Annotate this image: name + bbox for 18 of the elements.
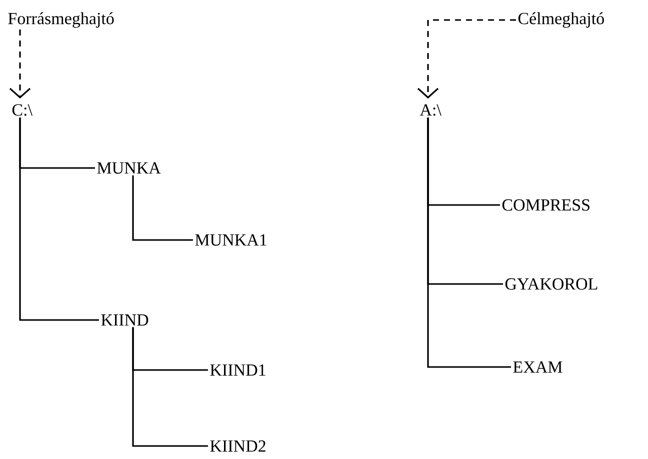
folder-name: MUNKA1: [195, 234, 266, 246]
folder-name: GYAKOROL: [505, 278, 598, 290]
folder-name: KIIND: [101, 314, 148, 326]
folder-name: KIIND2: [210, 440, 266, 452]
folder-name: COMPRESS: [502, 199, 590, 211]
tree-line: [19, 117, 99, 321]
folder-name: C:\: [12, 104, 32, 116]
drive-label: Forrásmeghajtó: [8, 12, 114, 28]
drive-label: Célmeghajtó: [518, 12, 604, 28]
dashed-arrow: [9, 29, 31, 99]
dashed-arrow: [417, 19, 516, 99]
tree-line: [427, 117, 511, 368]
tree-line: [132, 327, 208, 447]
folder-name: KIIND1: [210, 364, 266, 376]
folder-name: EXAM: [513, 361, 562, 373]
folder-name: MUNKA: [97, 162, 161, 174]
folder-name: A:\: [420, 104, 442, 116]
tree-line: [132, 175, 193, 241]
